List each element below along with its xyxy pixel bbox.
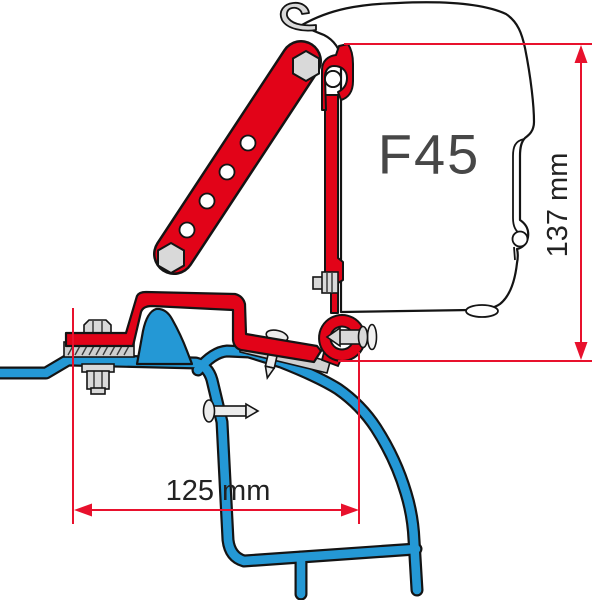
arm-hole xyxy=(239,134,257,152)
roof-sheet xyxy=(0,355,421,566)
rail-and-hook-bracket xyxy=(312,43,354,314)
clamp-assembly xyxy=(318,314,378,368)
roof-bolt-assembly xyxy=(63,319,135,395)
panel-screw xyxy=(202,399,260,423)
hook-bracket-hole xyxy=(324,70,342,88)
arm-top-hex-bolt xyxy=(292,49,320,83)
arm-holes xyxy=(178,134,257,239)
arrow-left xyxy=(74,503,92,517)
width-dimension-label: 125 mm xyxy=(166,475,271,507)
case-bottom-cap xyxy=(465,304,499,318)
serration-hatch xyxy=(67,343,131,356)
bolt-nut xyxy=(86,370,110,390)
case-groove-line xyxy=(512,138,525,261)
arrow-right xyxy=(341,503,359,517)
bracket-base xyxy=(64,290,323,364)
arm-hole xyxy=(178,221,196,239)
clamp-pin xyxy=(325,323,378,351)
support-arm xyxy=(153,40,322,275)
rail-bolt xyxy=(312,271,339,294)
arm-bottom-hex-bolt xyxy=(157,241,185,275)
arrow-down xyxy=(574,342,588,360)
rail-hook-icon xyxy=(279,1,317,32)
bolt-tip xyxy=(90,387,106,395)
height-dimension-label: 137 mm xyxy=(542,153,574,258)
case-groove-knob xyxy=(511,230,529,248)
roof-sheet-outline xyxy=(0,353,423,568)
support-arm-body xyxy=(155,42,320,273)
roof-rib-fin xyxy=(135,307,194,366)
awning-case xyxy=(279,1,536,318)
arm-hole xyxy=(218,163,236,181)
arrow-up xyxy=(574,45,588,63)
arm-hole xyxy=(198,192,216,210)
dimension-annotations: 137 mm 125 mm xyxy=(72,43,592,524)
product-label: F45 xyxy=(378,123,481,186)
